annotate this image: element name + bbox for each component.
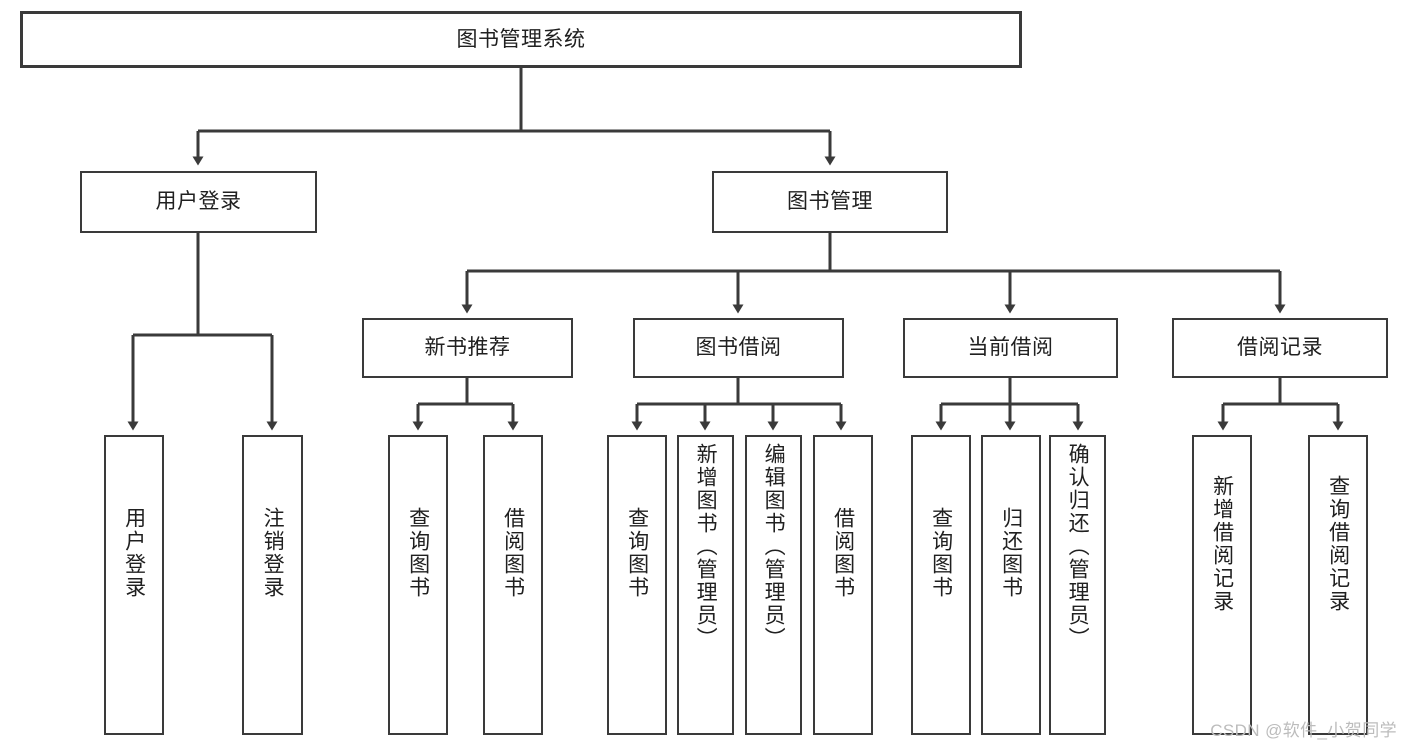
node-leaf-user-login-label: 用户登录	[122, 507, 146, 599]
node-leaf-edit-book-label: 编辑图书（管理员）	[762, 443, 786, 650]
node-new-book-recommend[interactable]: 新书推荐	[362, 318, 573, 378]
node-user-login-label: 用户登录	[155, 190, 242, 214]
node-leaf-logout-label: 注销登录	[261, 507, 285, 599]
node-leaf-confirm-return-label: 确认归还（管理员）	[1066, 443, 1090, 650]
node-leaf-add-record[interactable]: 新增借阅记录	[1192, 435, 1252, 735]
node-leaf-query-book-2[interactable]: 查询图书	[607, 435, 667, 735]
node-root-label: 图书管理系统	[456, 27, 586, 51]
node-leaf-query-record-label: 查询借阅记录	[1326, 475, 1350, 613]
node-book-borrow-label: 图书借阅	[695, 336, 782, 360]
node-book-borrow[interactable]: 图书借阅	[633, 318, 844, 378]
node-leaf-query-record[interactable]: 查询借阅记录	[1308, 435, 1368, 735]
node-current-borrow-label: 当前借阅	[967, 336, 1054, 360]
node-leaf-borrow-book-1[interactable]: 借阅图书	[483, 435, 543, 735]
node-leaf-logout[interactable]: 注销登录	[242, 435, 303, 735]
node-leaf-user-login[interactable]: 用户登录	[104, 435, 164, 735]
node-current-borrow[interactable]: 当前借阅	[903, 318, 1118, 378]
node-new-book-recommend-label: 新书推荐	[424, 336, 511, 360]
node-leaf-query-book-1-label: 查询图书	[406, 507, 430, 599]
node-book-manage-label: 图书管理	[787, 190, 873, 214]
node-leaf-query-book-1[interactable]: 查询图书	[388, 435, 448, 735]
node-book-manage[interactable]: 图书管理	[712, 171, 948, 233]
node-leaf-borrow-book-1-label: 借阅图书	[501, 507, 525, 599]
node-leaf-add-record-label: 新增借阅记录	[1210, 475, 1234, 613]
node-leaf-edit-book[interactable]: 编辑图书（管理员）	[745, 435, 802, 735]
node-leaf-query-book-3-label: 查询图书	[929, 507, 953, 599]
node-leaf-add-book[interactable]: 新增图书（管理员）	[677, 435, 734, 735]
node-leaf-query-book-3[interactable]: 查询图书	[911, 435, 971, 735]
node-leaf-query-book-2-label: 查询图书	[625, 507, 649, 599]
node-leaf-borrow-book-2[interactable]: 借阅图书	[813, 435, 873, 735]
node-leaf-borrow-book-2-label: 借阅图书	[831, 507, 855, 599]
node-root[interactable]: 图书管理系统	[20, 11, 1022, 68]
node-user-login[interactable]: 用户登录	[80, 171, 317, 233]
node-borrow-record[interactable]: 借阅记录	[1172, 318, 1388, 378]
node-leaf-add-book-label: 新增图书（管理员）	[694, 443, 718, 650]
node-borrow-record-label: 借阅记录	[1237, 336, 1323, 360]
node-leaf-confirm-return[interactable]: 确认归还（管理员）	[1049, 435, 1106, 735]
node-leaf-return-book[interactable]: 归还图书	[981, 435, 1041, 735]
csdn-watermark: CSDN @软件_小贺同学	[1210, 721, 1397, 740]
node-leaf-return-book-label: 归还图书	[999, 507, 1023, 599]
